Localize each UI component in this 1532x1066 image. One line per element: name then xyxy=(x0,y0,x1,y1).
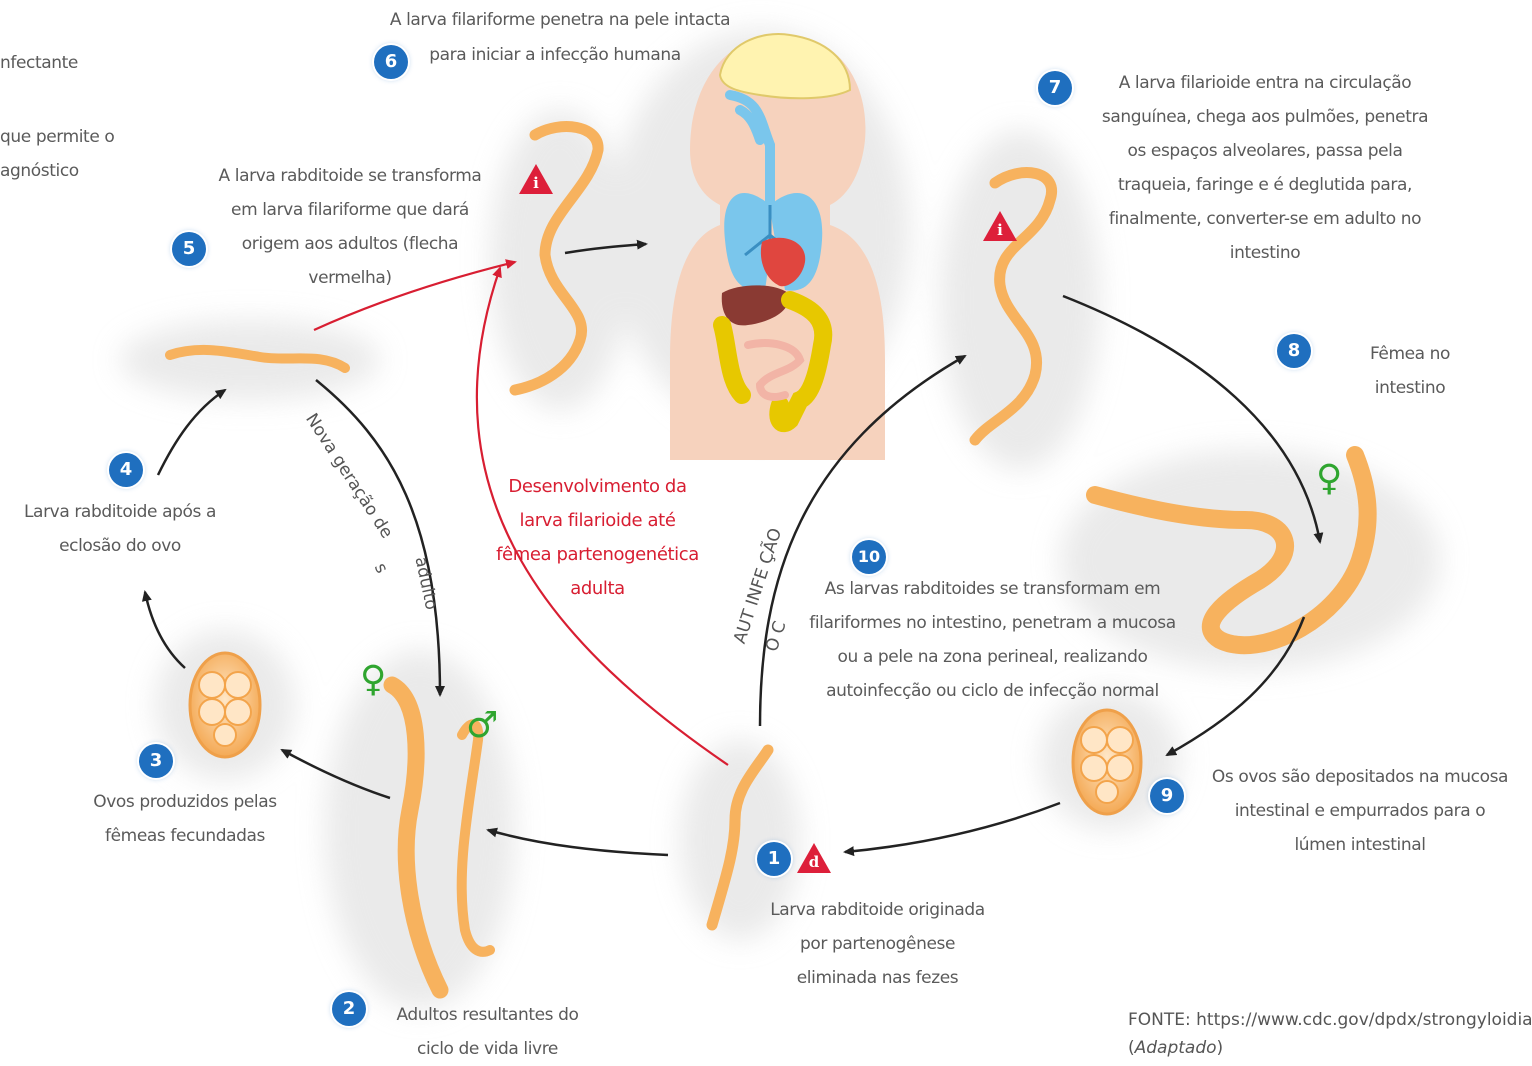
step-badge-7: 7 xyxy=(1038,71,1072,105)
human-body-illustration xyxy=(670,34,885,460)
step-3-caption: Ovos produzidos pelas fêmeas fecundadas xyxy=(80,785,290,853)
step-9-caption: Os ovos são depositados na mucosa intest… xyxy=(1195,760,1525,862)
male-symbol-icon: ♂ xyxy=(466,708,498,744)
step-badge-2: 2 xyxy=(332,992,366,1026)
step-4-caption: Larva rabditoide após a eclosão do ovo xyxy=(5,495,235,563)
source-url: FONTE: https://www.cdc.gov/dpdx/strongyl… xyxy=(1128,1010,1532,1030)
step-6-caption-line1: A larva filariforme penetra na pele inta… xyxy=(370,3,750,37)
step-8-caption: Fêmea no intestino xyxy=(1355,337,1465,405)
warning-icon-diagnostic: d xyxy=(796,842,832,874)
step-badge-10: 10 xyxy=(852,540,886,574)
warning-letter-d: d xyxy=(796,853,832,871)
step-10-caption: As larvas rabditoides se transformam em … xyxy=(790,572,1195,708)
partial-text-line3: agnóstico xyxy=(0,154,120,188)
partial-text-line1: nfectante xyxy=(0,46,120,80)
warning-icon-infective-7: i xyxy=(982,210,1018,242)
partial-text-line2: que permite o xyxy=(0,120,140,154)
source-citation: FONTE: https://www.cdc.gov/dpdx/strongyl… xyxy=(1128,1006,1532,1062)
warning-letter-i: i xyxy=(518,174,554,192)
step-7-caption: A larva filarioide entra na circulação s… xyxy=(1085,66,1445,270)
arrow-4-to-5 xyxy=(158,390,225,475)
arrow-9-to-1 xyxy=(845,803,1060,852)
step-2-caption: Adultos resultantes do ciclo de vida liv… xyxy=(375,998,600,1066)
female-symbol-icon: ♀ xyxy=(360,662,386,698)
step-badge-4: 4 xyxy=(109,453,143,487)
step-badge-6: 6 xyxy=(374,45,408,79)
step-badge-1: 1 xyxy=(757,842,791,876)
step-6-caption-line2: para iniciar a infecção humana xyxy=(415,38,695,72)
step-badge-3: 3 xyxy=(139,744,173,778)
source-note: Adaptado xyxy=(1135,1038,1217,1058)
warning-letter-i: i xyxy=(982,221,1018,239)
warning-icon-infective-5: i xyxy=(518,163,554,195)
red-development-label: Desenvolvimento da larva filarioide até … xyxy=(490,470,705,606)
step-1-caption: Larva rabditoide originada por partenogê… xyxy=(750,893,1005,995)
arrow-1-to-2 xyxy=(488,830,668,855)
female-symbol-intestine-icon: ♀ xyxy=(1316,461,1342,497)
egg-left xyxy=(190,653,260,757)
step-5-caption: A larva rabditoide se transforma em larv… xyxy=(200,159,500,295)
egg-right xyxy=(1073,710,1141,814)
step-badge-8: 8 xyxy=(1277,334,1311,368)
step-badge-9: 9 xyxy=(1150,779,1184,813)
